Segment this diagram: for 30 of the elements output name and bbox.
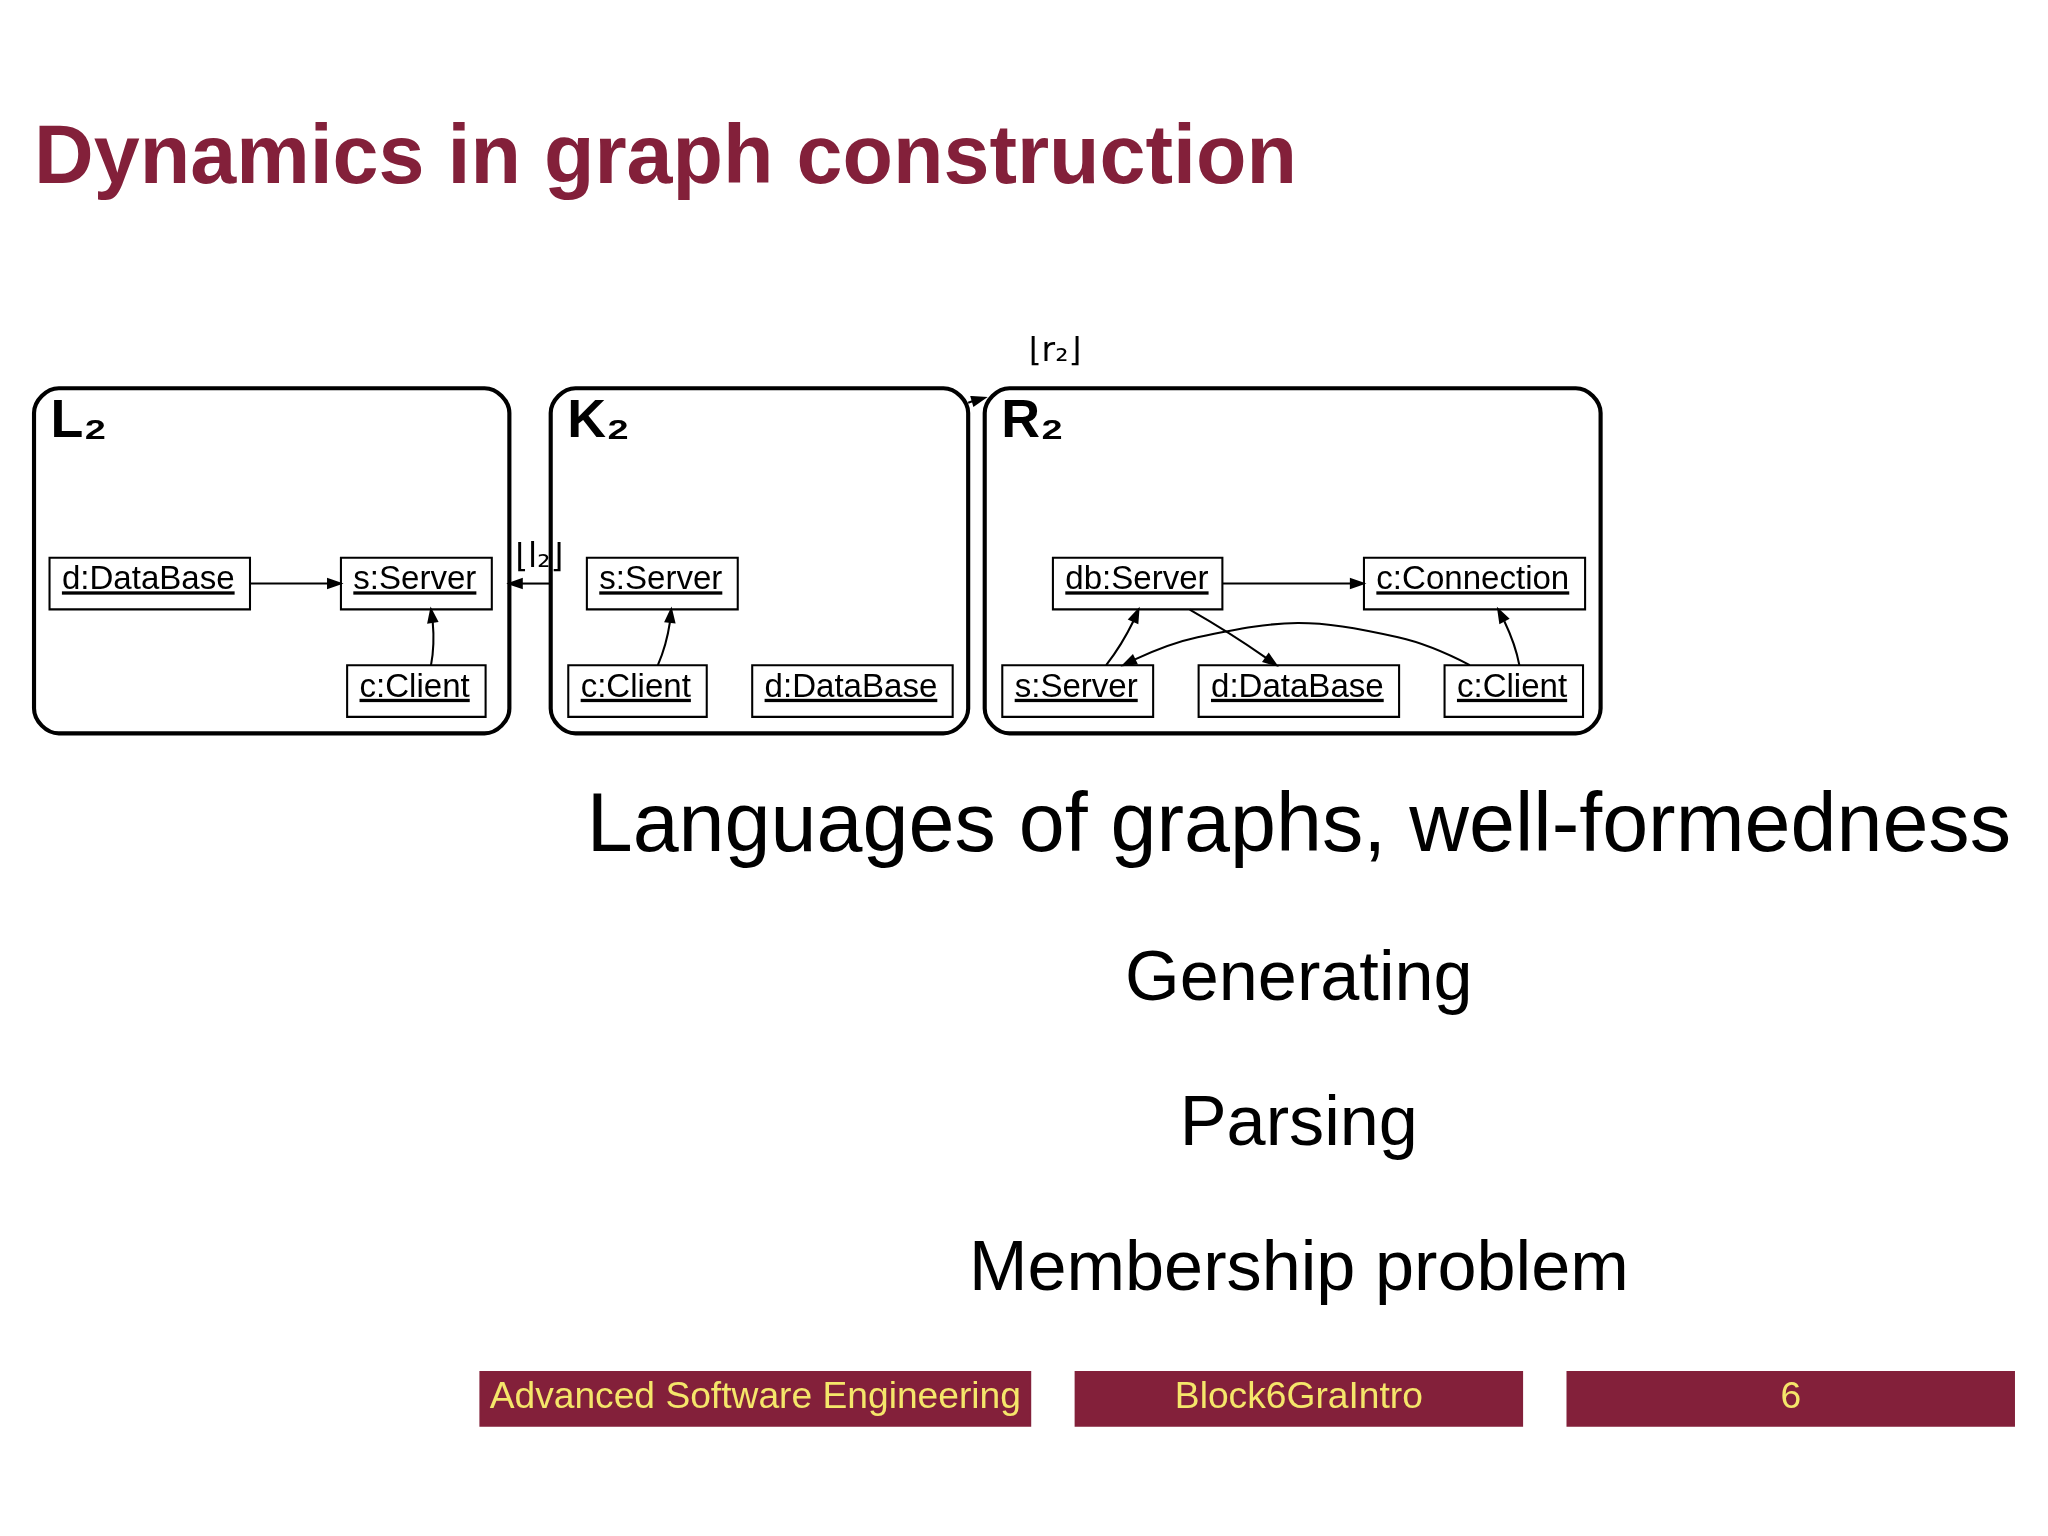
label: Advanced Software Engineering: [489, 1373, 1021, 1416]
node-box: c:Connection: [1362, 556, 1586, 611]
node-box: d:DataBase: [48, 556, 251, 611]
arrow: [656, 606, 676, 666]
arrow: [1104, 606, 1140, 666]
node-box: c:Client: [1443, 664, 1584, 718]
arrow: [967, 395, 988, 408]
arrow: [1188, 608, 1279, 667]
label: Languages of graphs, well-formedness: [586, 776, 2011, 870]
label: 6: [1779, 1373, 1801, 1416]
node-box: c:Client: [566, 664, 708, 718]
label: Block6GraIntro: [1174, 1373, 1423, 1416]
node-box: db:Server: [1051, 556, 1223, 611]
label: Generating: [1124, 936, 1473, 1016]
arrow: [505, 577, 551, 590]
node-box: d:DataBase: [1197, 664, 1400, 718]
node-box: c:Client: [345, 664, 487, 718]
node-box: s:Server: [339, 556, 493, 611]
arrow: [1496, 606, 1520, 666]
node-box: s:Server: [1000, 664, 1154, 718]
node-box: d:DataBase: [750, 664, 954, 718]
label: Parsing: [1179, 1081, 1418, 1161]
node-box: s:Server: [585, 556, 739, 611]
arrow: [426, 606, 439, 666]
arrow: [1222, 577, 1366, 590]
diagram-title: Dynamics in graph construction: [33, 107, 1297, 201]
label: Membership problem: [968, 1225, 1629, 1305]
arrow: [249, 577, 344, 590]
arrow: [1120, 622, 1470, 667]
edge-label: ⌊r₂⌋: [1028, 329, 1081, 369]
